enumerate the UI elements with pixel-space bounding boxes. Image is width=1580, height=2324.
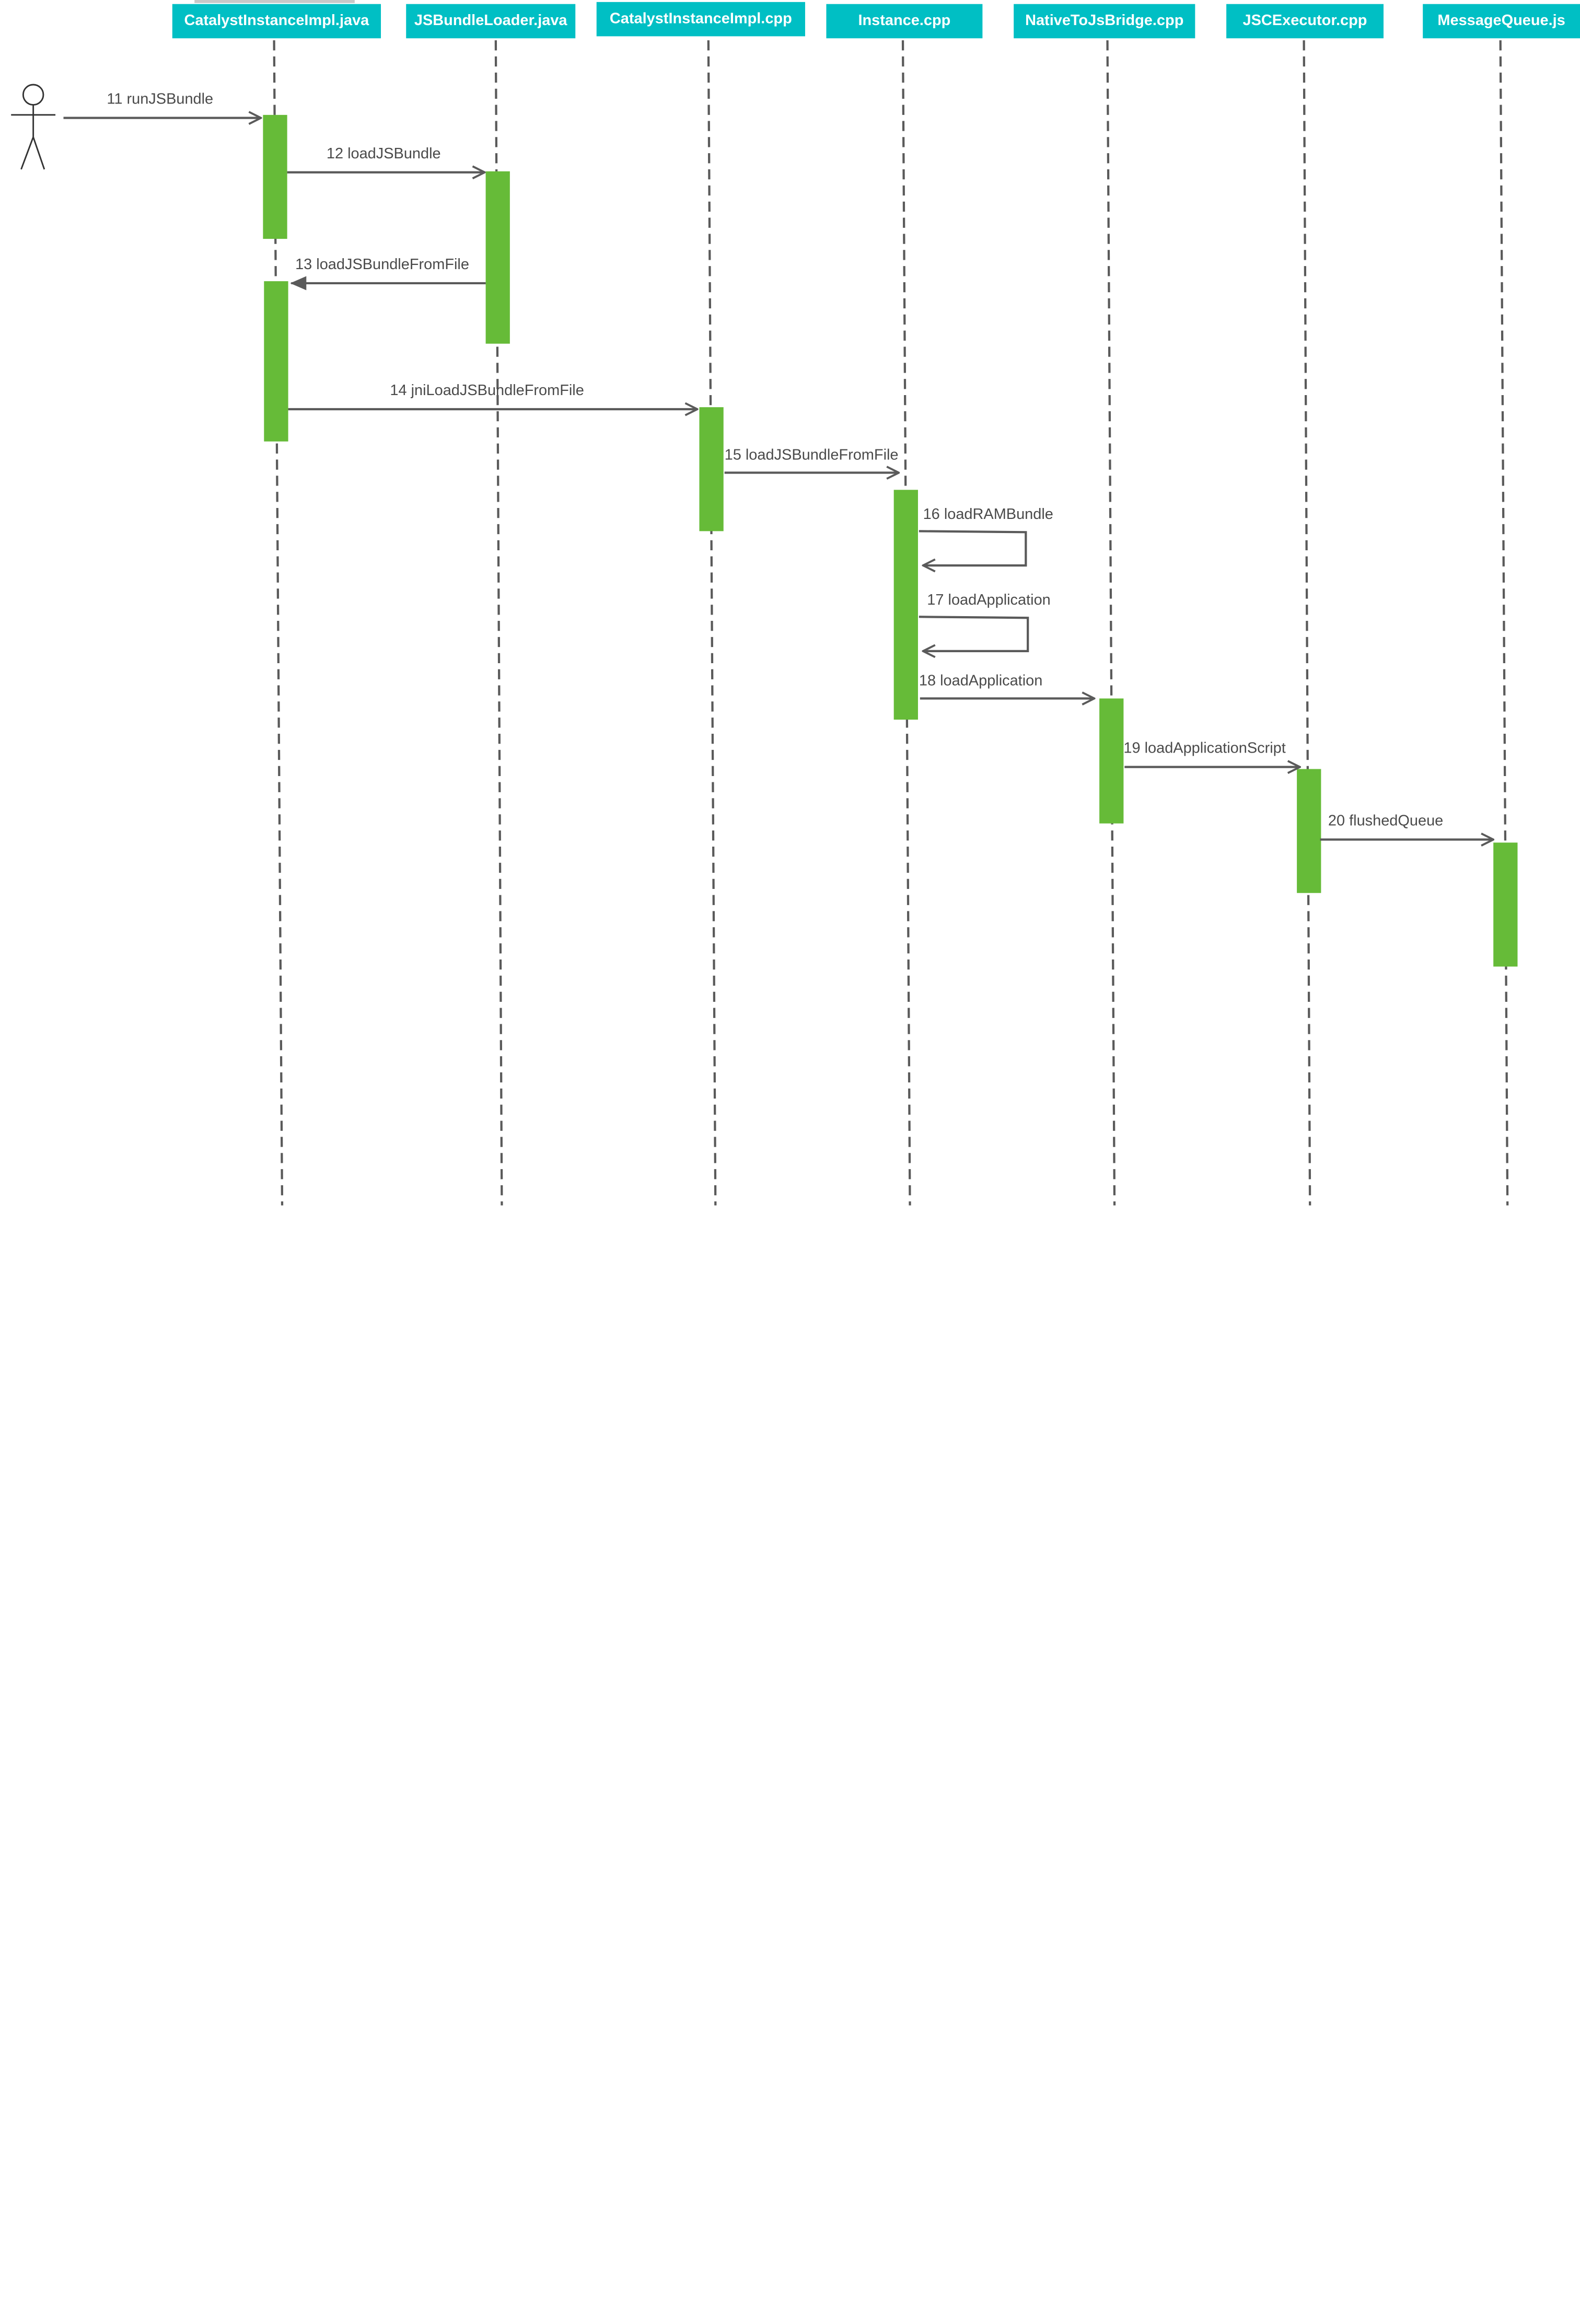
participant-header-p1: JSBundleLoader.java: [406, 4, 576, 39]
message-arrow-6: [919, 530, 1027, 565]
activation-bar-bundle-loader: [485, 171, 510, 344]
lifeline-p5: [1303, 40, 1311, 1206]
activation-bars: [263, 114, 1518, 967]
participant-header-p4: NativeToJsBridge.cpp: [1014, 4, 1195, 39]
lifeline-p6: [1499, 40, 1509, 1206]
activation-bar-native-bridge: [1099, 698, 1124, 824]
participant-header-p2: CatalystInstanceImpl.cpp: [596, 2, 805, 37]
activation-bar-catalyst-java-2: [264, 281, 288, 442]
message-label-3: 13 loadJSBundleFromFile: [295, 256, 469, 273]
lifeline-p2: [707, 40, 717, 1206]
message-label-4: 14 jniLoadJSBundleFromFile: [390, 381, 584, 399]
message-label-2: 12 loadJSBundle: [326, 145, 441, 163]
sequence-diagram: [11, 40, 1518, 1206]
activation-bar-catalyst-java-1: [263, 114, 287, 239]
message-label-6: 16 loadRAMBundle: [923, 506, 1053, 523]
lifelines: [273, 40, 1509, 1206]
message-arrows: [63, 118, 1494, 840]
participant-header-p0: CatalystInstanceImpl.java: [172, 4, 381, 39]
activation-bar-message-queue: [1493, 842, 1518, 967]
message-label-1: 11 runJSBundle: [107, 90, 214, 108]
participant-header-p6: MessageQueue.js: [1423, 4, 1580, 39]
lifeline-p4: [1106, 40, 1116, 1206]
message-arrow-7: [919, 616, 1029, 651]
activation-bar-catalyst-cpp: [699, 407, 724, 531]
message-label-10: 20 flushedQueue: [1328, 812, 1444, 830]
activation-bar-instance: [893, 490, 918, 720]
message-label-8: 18 loadApplication: [919, 672, 1043, 690]
participant-header-p3: Instance.cpp: [826, 4, 983, 39]
activation-bar-jsc-executor: [1297, 769, 1321, 893]
participant-header-p5: JSCExecutor.cpp: [1226, 4, 1384, 39]
message-label-5: 15 loadJSBundleFromFile: [724, 446, 899, 464]
top-tab-indicator: [194, 0, 355, 3]
stick-figure-actor-icon: [11, 84, 56, 170]
message-label-7: 17 loadApplication: [927, 592, 1051, 609]
message-label-9: 19 loadApplicationScript: [1123, 739, 1286, 757]
